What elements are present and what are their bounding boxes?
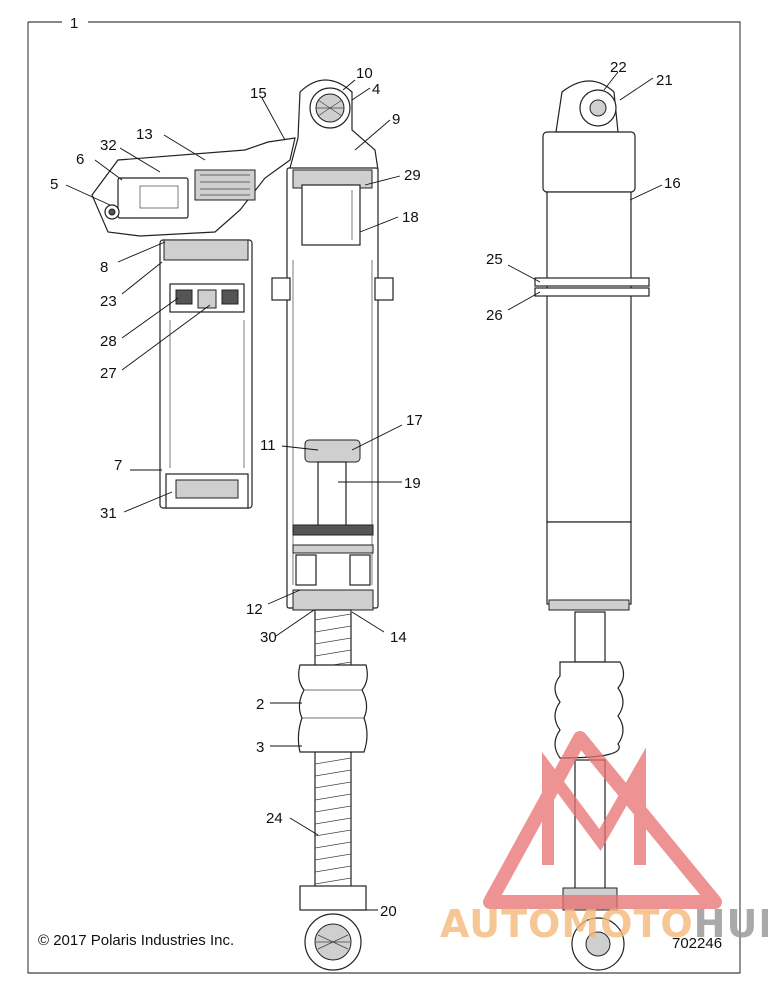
callout-31: 31 — [100, 505, 117, 522]
callout-3: 3 — [256, 739, 264, 756]
document-number: 702246 — [672, 935, 722, 952]
callout-16: 16 — [664, 175, 681, 192]
callout-8: 8 — [100, 259, 108, 276]
callout-6: 6 — [76, 151, 84, 168]
callout-18: 18 — [402, 209, 419, 226]
callout-22: 22 — [610, 59, 627, 76]
watermark-m-icon — [542, 747, 646, 865]
watermark-text-suffix: HUB — [694, 902, 768, 946]
callout-10: 10 — [356, 65, 373, 82]
callout-19: 19 — [404, 475, 421, 492]
callout-24: 24 — [266, 810, 283, 827]
callout-21: 21 — [656, 72, 673, 89]
callout-2: 2 — [256, 696, 264, 713]
watermark-triangle-icon — [483, 731, 722, 909]
callout-9: 9 — [392, 111, 400, 128]
watermark-text-prefix: AUTOMOTO — [440, 902, 694, 946]
frame-callout-label: 1 — [70, 15, 78, 32]
callout-27: 27 — [100, 365, 117, 382]
leader-lines — [65, 71, 663, 911]
callout-30: 30 — [260, 629, 277, 646]
main-shock-cutaway — [271, 79, 394, 971]
callout-15: 15 — [250, 85, 267, 102]
callout-29: 29 — [404, 167, 421, 184]
callout-11: 11 — [260, 437, 276, 454]
callout-26: 26 — [486, 307, 503, 324]
callout-12: 12 — [246, 601, 263, 618]
copyright-notice: © 2017 Polaris Industries Inc. — [38, 932, 234, 949]
external-shock-view — [534, 80, 650, 971]
reservoir-assembly — [91, 137, 296, 509]
callout-20: 20 — [380, 903, 397, 920]
watermark-text: AUTOMOTOHUB — [440, 902, 768, 946]
callout-14: 14 — [390, 629, 407, 646]
callout-17: 17 — [406, 412, 423, 429]
watermark-logo — [483, 731, 722, 909]
callout-labels: 2 3 4 5 6 7 8 9 10 11 12 13 14 15 16 17 … — [50, 59, 681, 920]
callout-32: 32 — [100, 137, 117, 154]
callout-23: 23 — [100, 293, 117, 310]
callout-4: 4 — [372, 81, 380, 98]
diagram-frame — [27, 21, 741, 974]
callout-7: 7 — [114, 457, 122, 474]
callout-25: 25 — [486, 251, 503, 268]
callout-5: 5 — [50, 176, 58, 193]
callout-28: 28 — [100, 333, 117, 350]
callout-13: 13 — [136, 126, 153, 143]
